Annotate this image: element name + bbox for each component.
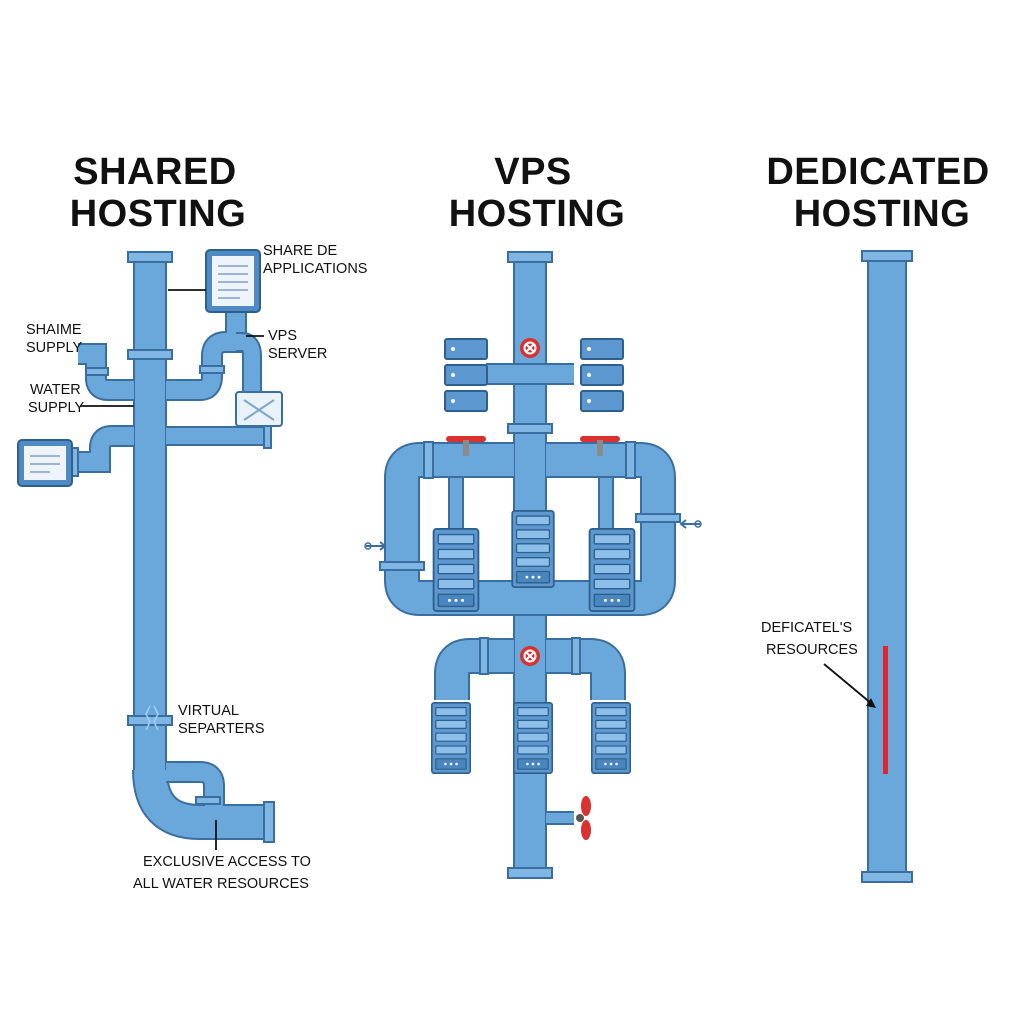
valve-icon (519, 645, 541, 667)
pipe-flange (263, 801, 275, 843)
server-rack-icon (588, 528, 636, 612)
label-text: RESOURCES (766, 642, 858, 658)
dedicated-hosting-title: DEDICATED HOSTING (766, 151, 989, 235)
dedicated-resource-bar (883, 646, 888, 774)
flow-arrow-icon (364, 541, 387, 551)
vps-hosting-title: VPS HOSTING (449, 151, 626, 235)
pipe-flange (195, 796, 221, 805)
label-text: SUPPLY (28, 400, 84, 416)
dedicated-title-line1: DEDICATED (766, 151, 989, 193)
pipe-flange (199, 365, 225, 374)
label-dedicated-resources: DEFICATEL'S RESOURCES (761, 620, 876, 708)
label-text: VPS (268, 328, 297, 344)
label-text: SHAIME (26, 322, 82, 338)
virtual-separator-mark (145, 705, 159, 731)
dedicated-title-line2: HOSTING (794, 193, 971, 235)
pipe-flange (423, 441, 434, 479)
pipe-flange (127, 349, 173, 360)
shared-hosting-pipes (69, 251, 275, 843)
dedicated-hosting-pipes (861, 250, 913, 883)
tap-handle-icon (446, 436, 486, 456)
label-text: SUPPLY (26, 340, 82, 356)
server-rack-icon (432, 528, 480, 612)
vps-server-box-icon (235, 391, 283, 427)
label-share-applications: SHARE DE APPLICATIONS (168, 243, 367, 291)
applications-tablet-icon (205, 249, 261, 313)
pipe-flange (625, 441, 636, 479)
label-virtual-separters: VIRTUAL SEPARTERS (178, 703, 265, 737)
server-rack-icon (590, 702, 632, 774)
pipe-flange (507, 251, 553, 263)
pipe-flange (85, 367, 109, 376)
pipe-flange (635, 513, 681, 523)
shared-title-line1: SHARED (73, 151, 236, 193)
server-rack-icon (512, 702, 554, 774)
label-vps-server: VPS SERVER (246, 328, 327, 362)
server-rack-icon (430, 702, 472, 774)
label-text: SERVER (268, 346, 327, 362)
leader-arrow (823, 663, 873, 705)
label-text: APPLICATIONS (263, 261, 367, 277)
label-text: VIRTUAL (178, 703, 239, 719)
label-text: EXCLUSIVE ACCESS TO (143, 854, 311, 870)
side-valve-icon (576, 796, 591, 840)
shared-title-line2: HOSTING (70, 193, 247, 235)
pipe-flange (507, 867, 553, 879)
pipe-flange (479, 637, 489, 675)
monitor-icon (17, 439, 73, 487)
label-text: ALL WATER RESOURCES (133, 876, 309, 892)
pipe-flange (571, 637, 581, 675)
label-shaime-supply: SHAIME SUPPLY (26, 322, 82, 356)
label-text: SHARE DE (263, 243, 337, 259)
label-text: WATER (30, 382, 81, 398)
pipe-flange (263, 423, 272, 449)
label-water-supply: WATER SUPPLY (28, 382, 134, 416)
shared-main-pipe (133, 257, 167, 779)
valve-icon (519, 337, 541, 359)
label-text: SEPARTERS (178, 721, 265, 737)
pipe-flange (507, 423, 553, 434)
dedicated-main-pipe (867, 257, 907, 875)
tap-handle-icon (580, 436, 620, 456)
vps-title-line2: HOSTING (449, 193, 626, 235)
shared-hosting-title: SHARED HOSTING (70, 151, 247, 235)
pipe-flange (861, 250, 913, 262)
arrowhead (866, 698, 876, 708)
water-drop-icons (390, 502, 672, 692)
vps-title-line1: VPS (494, 151, 572, 193)
pipe-flange (379, 561, 425, 571)
flow-arrow-icon (679, 519, 702, 529)
server-stack-icon (580, 338, 624, 412)
label-text: DEFICATEL'S (761, 620, 852, 636)
pipe-flange (861, 871, 913, 883)
label-exclusive-access: EXCLUSIVE ACCESS TO ALL WATER RESOURCES (133, 820, 311, 892)
server-stack-icon (444, 338, 488, 412)
pipe-flange (127, 251, 173, 263)
server-rack-icon (511, 510, 555, 588)
